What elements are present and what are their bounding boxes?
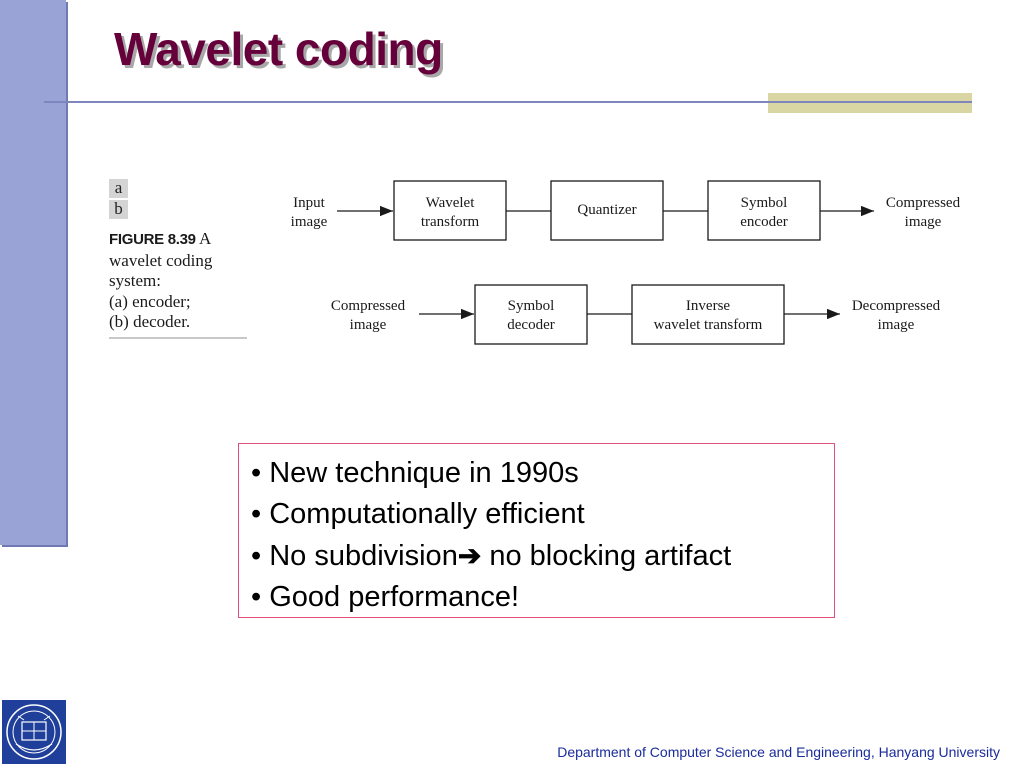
bullet-text-after: no blocking artifact (481, 540, 732, 572)
title-underline (44, 101, 972, 103)
decoder-input-label: Compressed (331, 298, 406, 314)
inverse-wavelet-block (631, 284, 785, 345)
bullet-text: New technique in 1990s (269, 457, 579, 489)
figure-panel-letters: a b (109, 179, 128, 221)
encoder-output-label-2: image (905, 214, 942, 230)
title-accent-line (768, 101, 972, 103)
bullet-marker: • (251, 498, 262, 530)
caption-line-2: system: (109, 271, 161, 290)
caption-line-1: wavelet coding (109, 250, 213, 270)
symbol-encoder-label: Symbol (741, 195, 788, 211)
caption-line-0: A (199, 229, 212, 248)
symbol-decoder-block (474, 284, 588, 345)
figure-caption: FIGURE 8.39 A wavelet coding system: (a)… (109, 229, 249, 333)
symbol-decoder-label-2: decoder (507, 317, 554, 333)
wavelet-transform-block (393, 180, 507, 241)
symbol-encoder-label-2: encoder (740, 214, 787, 230)
wavelet-coding-diagram: Input image Wavelet transform Quantizer … (291, 180, 961, 345)
caption-rule (109, 337, 247, 339)
bullet-box: • New technique in 1990s • Computational… (238, 443, 835, 618)
encoder-input-label: Input (293, 195, 325, 211)
title-accent-bar (768, 93, 972, 113)
inverse-wavelet-label-2: wavelet transform (654, 317, 763, 333)
panel-letter-b: b (109, 200, 128, 219)
bullet-item: • No subdivision➔ no blocking artifact (251, 535, 834, 577)
right-arrow-icon: ➔ (457, 540, 482, 571)
figure-label: FIGURE 8.39 (109, 231, 196, 248)
slide-title: Wavelet coding (114, 23, 443, 75)
bullet-text: No subdivision (269, 540, 458, 572)
bullet-text: Computationally efficient (269, 498, 585, 530)
encoder-input-label-2: image (291, 214, 328, 230)
bullet-marker: • (251, 457, 262, 489)
wavelet-transform-label: Wavelet (426, 195, 476, 211)
quantizer-label: Quantizer (577, 202, 636, 218)
university-seal-icon (2, 700, 66, 764)
inverse-wavelet-label: Inverse (686, 298, 730, 314)
bullet-item: • New technique in 1990s (251, 453, 834, 494)
decoder-input-label-2: image (350, 317, 387, 333)
bullet-marker: • (251, 581, 262, 613)
caption-line-4: (b) decoder. (109, 312, 191, 331)
encoder-output-label: Compressed (886, 195, 961, 211)
sidebar-decoration (0, 0, 66, 545)
footer-text: Department of Computer Science and Engin… (557, 744, 1000, 760)
bullet-text: Good performance! (269, 581, 520, 613)
panel-letter-a: a (109, 179, 128, 198)
decoder-output-label-2: image (878, 317, 915, 333)
decoder-output-label: Decompressed (852, 298, 941, 314)
caption-line-3: (a) encoder; (109, 291, 191, 311)
bullet-marker: • (251, 540, 262, 572)
bullet-list: • New technique in 1990s • Computational… (251, 453, 834, 618)
symbol-decoder-label: Symbol (508, 298, 555, 314)
bullet-item: • Computationally efficient (251, 494, 834, 535)
wavelet-transform-label-2: transform (421, 214, 480, 230)
bullet-item: • Good performance! (251, 577, 834, 618)
